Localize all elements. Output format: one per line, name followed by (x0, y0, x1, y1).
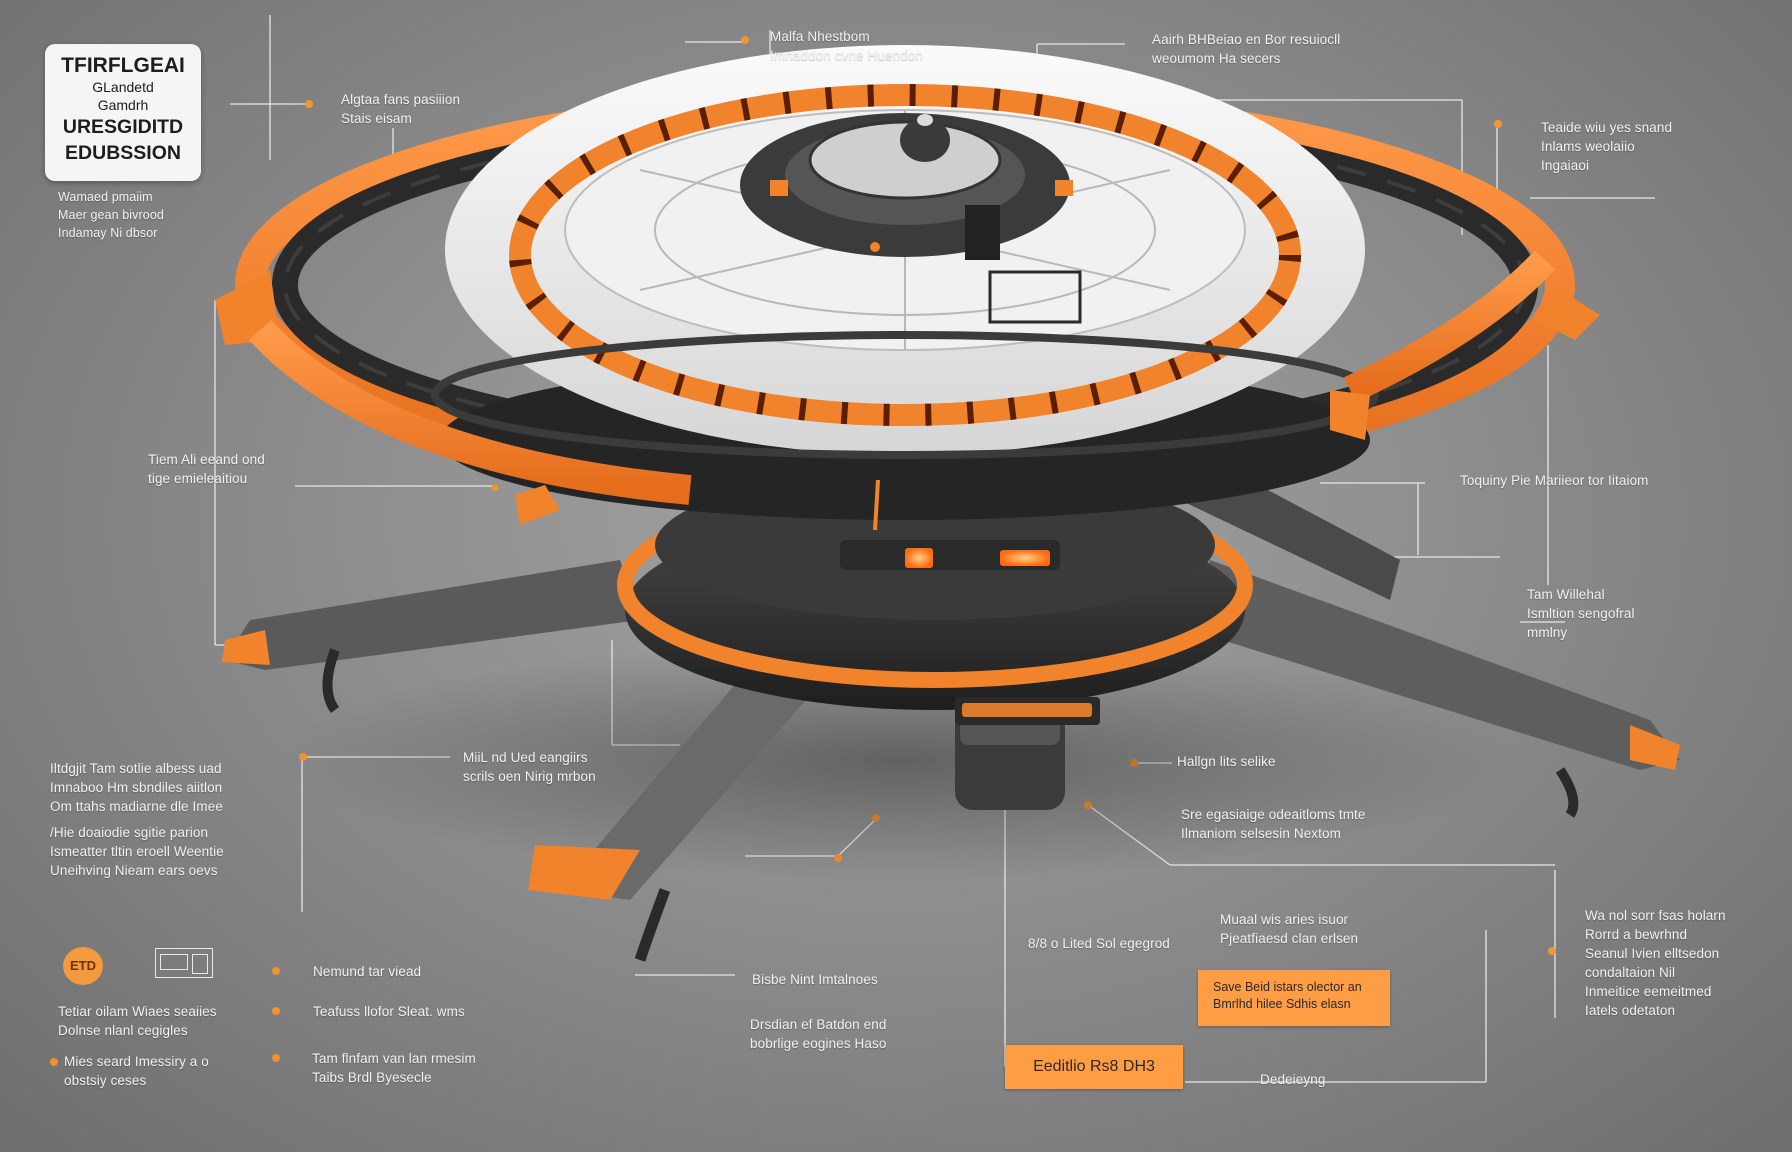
model-badge: Eeditlio Rs8 DH3 (1005, 1045, 1183, 1089)
legend-dot-1 (272, 967, 280, 975)
icons-text-dot (50, 1058, 58, 1066)
legend-dot-2 (272, 1007, 280, 1015)
title-line-1: TFIRFLGEAI (61, 54, 185, 77)
legend-dot-3 (272, 1054, 280, 1062)
label-right-mid: Toquiny Pie Mariieor tor Iitaiom (1460, 473, 1649, 488)
front-ring-arc (248, 250, 1556, 525)
title-line-3: Gamdrh (97, 97, 149, 113)
title-line-2: GLandetd (92, 79, 154, 95)
saucer-hull (431, 45, 1379, 531)
title-card: TFIRFLGEAI GLandetd Gamdrh URESGIDITD ED… (45, 44, 201, 181)
emblem-icon: ETD (63, 947, 103, 985)
label-center-right: Hallgn lits selike (1177, 754, 1276, 769)
title-line-5: EDUBSSION (65, 142, 181, 164)
panel-icon (155, 948, 213, 978)
label-bottom-right-link: Dedeieyng (1260, 1072, 1326, 1087)
label-bottom-center: Bisbe Nint Imtalnoes (752, 972, 878, 987)
title-line-4: URESGIDITD (62, 116, 184, 138)
label-bottom-mid-2: 8/8 o Lited Sol egegrod (1028, 936, 1170, 951)
legend-item-2: Teafuss llofor Sleat. wms (313, 1004, 465, 1019)
legend-item-1: Nemund tar viead (313, 964, 422, 979)
